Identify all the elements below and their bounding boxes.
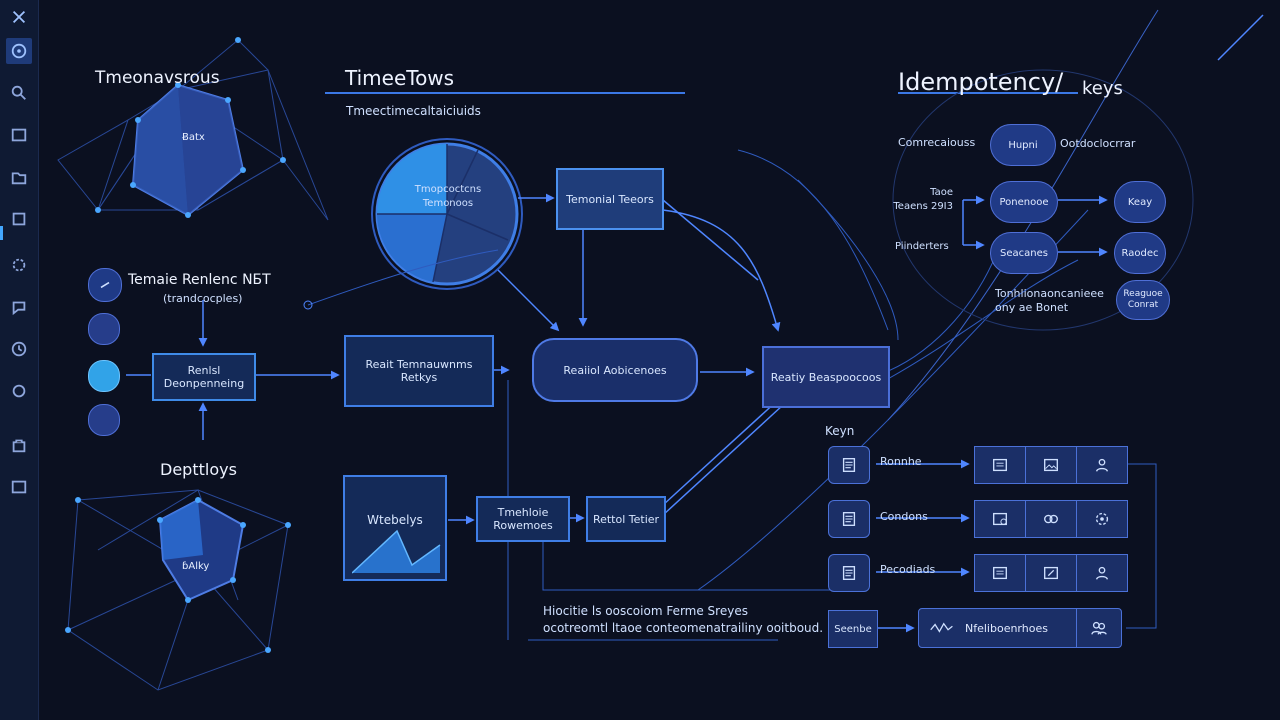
circle-icon[interactable]	[6, 378, 32, 404]
list-row-1	[974, 446, 1128, 484]
note-line-1: Hiocitie ls ooscoiom Ferme Sreyes	[543, 604, 748, 618]
gear-icon[interactable]	[1077, 501, 1127, 537]
center-subtitle: Tmeectimecaltaiciuids	[346, 104, 481, 118]
doc-icon[interactable]	[828, 554, 870, 592]
diagram-canvas: Tmeonavsrous Ƀatx Temaie Renlenc NƂT (tr…	[38, 0, 1280, 720]
box-terminal-teeors[interactable]: Temonial Teeors	[556, 168, 664, 230]
box-retier[interactable]: Rettol Tetier	[586, 496, 666, 542]
row3-key[interactable]: Raodec	[1114, 232, 1166, 274]
final-wide-box[interactable]: Nfeliboenrhoes	[918, 608, 1122, 648]
row1-pill[interactable]: Hupni	[990, 124, 1056, 166]
row4-pill[interactable]: Reaguoe Conrat	[1116, 280, 1170, 320]
row2-label: Taoe Teaens 29I3	[893, 187, 953, 212]
history-icon[interactable]	[6, 336, 32, 362]
gear-icon[interactable]	[6, 38, 32, 64]
inbox-icon[interactable]	[6, 122, 32, 148]
right-title-main: Idempotency/	[898, 68, 1064, 96]
list-row-2	[974, 500, 1128, 538]
left-sidebar	[0, 0, 39, 720]
webelys-mini-chart	[352, 529, 441, 574]
state-node-3[interactable]	[88, 404, 120, 436]
left-bottom-title: Depttloys	[160, 460, 237, 479]
row2-pill[interactable]: Ponenooe	[990, 181, 1058, 223]
row4-note: Tonhlionaoncanieee ony ae Bonet	[995, 287, 1104, 314]
box-response[interactable]: Reatiy Beaspoocoos	[762, 346, 890, 408]
window-icon[interactable]	[6, 474, 32, 500]
square-icon[interactable]	[6, 206, 32, 232]
doc-icon[interactable]	[828, 446, 870, 484]
list-item-label-2: Condons	[880, 510, 928, 523]
diagram-connectors	[57, 9, 1264, 691]
pie-label-1: Tmopcoctcns	[414, 184, 482, 195]
list-icon-1[interactable]	[975, 447, 1026, 483]
left-top-node-label: Ƀatx	[182, 132, 205, 143]
row3-label: Piinderters	[895, 241, 949, 252]
box-renlsl[interactable]: Renlsl Deonpenneing	[152, 353, 256, 401]
box-ambiences[interactable]: Reaiiol Aobicenoes	[532, 338, 698, 402]
list-icon-2[interactable]	[975, 501, 1026, 537]
row2-key[interactable]: Keay	[1114, 181, 1166, 223]
center-title: TimeeTows	[345, 66, 455, 90]
status-title: Temaie Renlenc NƂT	[128, 272, 271, 288]
status-icon	[88, 268, 122, 302]
edit-icon[interactable]	[1026, 555, 1077, 591]
bag-icon[interactable]	[6, 432, 32, 458]
row1-note: Ootdoclocrrar	[1060, 137, 1136, 150]
list-item-label-1: Ronnhe	[880, 455, 922, 468]
left-top-title: Tmeonavsrous	[95, 68, 220, 88]
box-retries[interactable]: Reait Temnauwnms Retkys	[344, 335, 494, 407]
right-title-suffix: keys	[1082, 78, 1123, 99]
settings-icon[interactable]	[6, 252, 32, 278]
left-bottom-node-label: ɓAlky	[182, 561, 210, 572]
row1-label: Comrecaiouss	[898, 136, 976, 149]
box-timeouts[interactable]: Tmehloie Rowemoes	[476, 496, 570, 542]
list-icon-3[interactable]	[975, 555, 1026, 591]
keys-header: Keyn	[825, 424, 855, 438]
sidebar-active-indicator	[0, 226, 41, 240]
state-node-2-active[interactable]	[88, 360, 120, 392]
search-icon[interactable]	[6, 80, 32, 106]
row3-pill[interactable]: Seacanes	[990, 232, 1058, 274]
wave-icon	[919, 609, 965, 647]
status-subtitle: (trandcocples)	[163, 292, 243, 305]
users-icon[interactable]	[1076, 609, 1121, 647]
note-line-2: ocotreomtl ltaoe conteomenatrailiny ooit…	[543, 621, 824, 635]
box-webelys-label: Wtebelys	[367, 513, 423, 527]
doc-icon[interactable]	[828, 500, 870, 538]
user-icon[interactable]	[1077, 447, 1127, 483]
pie-label-2: Temonoos	[422, 198, 474, 209]
chat-icon[interactable]	[6, 294, 32, 320]
link-icon[interactable]	[1026, 501, 1077, 537]
final-left-box[interactable]: Seenbe	[828, 610, 878, 648]
folder-icon[interactable]	[6, 164, 32, 190]
close-icon[interactable]	[6, 4, 32, 30]
final-wide-label: Nfeliboenrhoes	[965, 621, 1048, 635]
user-icon[interactable]	[1077, 555, 1127, 591]
image-icon[interactable]	[1026, 447, 1077, 483]
list-item-label-3: Pecodiads	[880, 563, 936, 576]
list-row-3	[974, 554, 1128, 592]
state-node-1[interactable]	[88, 313, 120, 345]
